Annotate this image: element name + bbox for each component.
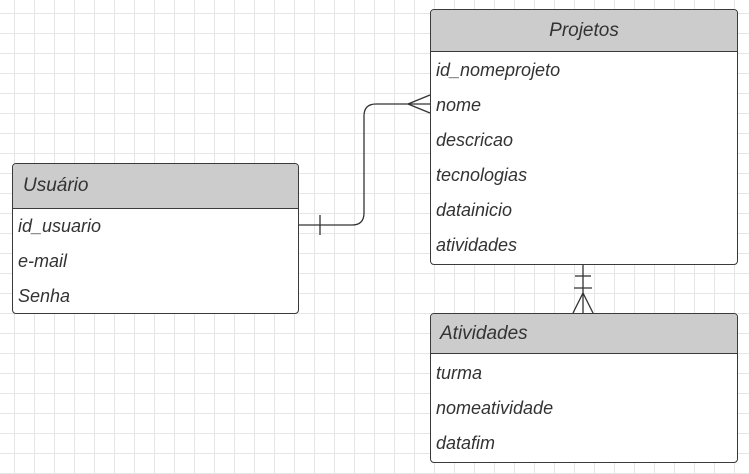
usuario-attribute-list: id_usuario e-mail Senha [13,209,298,313]
atividades-crowfoot-left [572,292,584,314]
usuario-entity-title: Usuário [13,164,298,209]
attribute-e-mail[interactable]: e-mail [18,251,68,271]
projetos-crowfoot-upper [407,94,431,105]
attribute-id-nomeprojeto[interactable]: id_nomeprojeto [436,60,561,80]
attribute-datafim[interactable]: datafim [436,433,496,453]
attribute-id-usuario[interactable]: id_usuario [18,216,102,236]
atividades-entity-title: Atividades [431,314,737,354]
atividades-entity[interactable]: Atividades turma nomeatividade datafim [430,313,738,463]
attribute-senha[interactable]: Senha [18,286,71,306]
attribute-datainicio[interactable]: datainicio [436,200,513,220]
projetos-attribute-list: id_nomeprojeto nome descricao tecnologia… [431,52,737,263]
projetos-entity[interactable]: Projetos id_nomeprojeto nome descricao t… [430,9,738,265]
atividades-crowfoot-right [582,292,594,314]
projetos-crowfoot-lower [407,103,431,114]
attribute-nome[interactable]: nome [436,95,482,115]
usuario-projetos-connector [299,103,430,226]
atividades-attribute-list: turma nomeatividade datafim [431,354,737,461]
usuario-entity[interactable]: Usuário id_usuario e-mail Senha [12,163,299,314]
attribute-atividades[interactable]: atividades [436,235,518,255]
attribute-turma[interactable]: turma [436,363,483,383]
attribute-tecnologias[interactable]: tecnologias [436,165,528,185]
projetos-entity-title: Projetos [431,10,737,52]
attribute-nomeatividade[interactable]: nomeatividade [436,398,554,418]
attribute-descricao[interactable]: descricao [436,130,514,150]
